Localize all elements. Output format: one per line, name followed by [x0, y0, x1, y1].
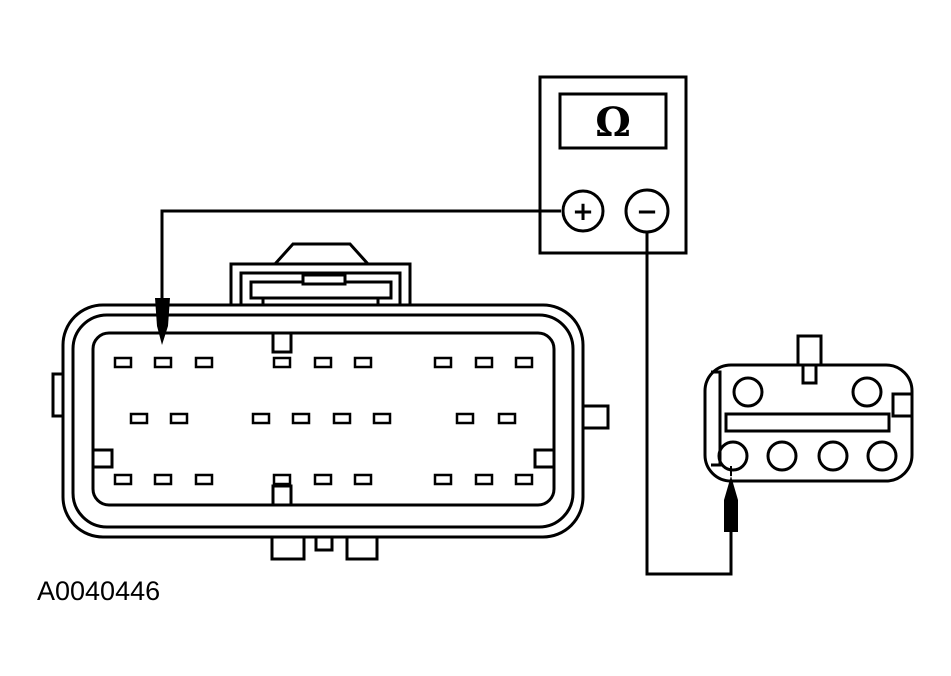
connector-cavity-field	[91, 331, 556, 507]
connector-pins	[113, 356, 534, 486]
test-leads	[160, 209, 733, 576]
figure-id: A0040446	[37, 576, 160, 606]
large-connector	[51, 242, 610, 561]
ohm-symbol: Ω	[595, 99, 631, 146]
small-connector-cavities	[717, 376, 898, 472]
ohmmeter-display	[558, 92, 668, 150]
negative-test-lead	[645, 232, 733, 576]
positive-terminal-label: +	[572, 197, 594, 227]
negative-probe	[724, 466, 738, 532]
connector-outer-body	[61, 303, 585, 539]
positive-test-lead	[160, 209, 561, 298]
ohmmeter: Ω	[538, 75, 688, 255]
positive-terminal: +	[561, 189, 605, 233]
small-connector	[703, 334, 914, 483]
positive-probe	[155, 298, 170, 345]
small-connector-divider	[724, 412, 891, 433]
connector-latch	[271, 242, 372, 266]
negative-terminal-label: −	[636, 197, 658, 227]
negative-terminal: −	[624, 188, 670, 234]
